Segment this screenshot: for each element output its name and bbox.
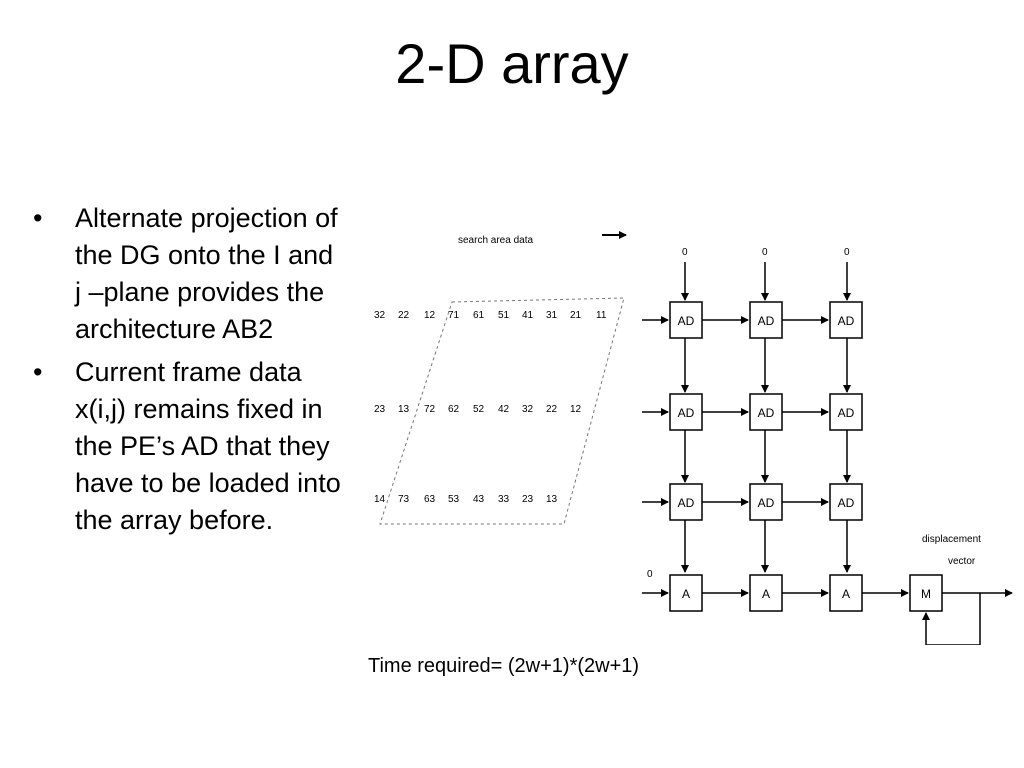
data-value: 14 [374,494,386,505]
bullet-item: • Alternate projection of the DG onto th… [28,200,346,348]
pe-ad [669,301,703,339]
bullet-dot-icon: • [33,357,43,387]
slide-title: 2-D array [395,32,629,95]
displacement-label: vector [948,556,976,567]
pe-ad [669,483,703,521]
data-value: 13 [546,494,558,505]
data-value: 22 [546,404,558,415]
data-value: 23 [374,404,386,415]
search-area-outline [379,297,625,525]
bullet-dot-icon: • [33,203,43,233]
pe-label: AD [678,406,695,420]
data-value: 12 [424,310,436,321]
pe-ad [669,393,703,431]
data-value: 21 [570,310,582,321]
pe-label: A [842,587,850,601]
pe-ad [829,301,863,339]
displacement-label: displacement [922,534,981,545]
pe-a [749,574,783,612]
bullet-text: Alternate projection of the DG onto the … [75,203,338,344]
zero-input: 0 [647,569,653,580]
data-value: 33 [498,494,510,505]
pe-label: AD [678,496,695,510]
pe-ad [829,483,863,521]
data-value: 63 [424,494,436,505]
data-value: 32 [374,310,386,321]
data-value: 31 [546,310,558,321]
pe-label: AD [678,314,695,328]
systolic-array-diagram: search area data 32 22 12 71 61 51 41 31… [374,231,1013,645]
bullet-item: • Current frame data x(i,j) remains fixe… [28,354,346,539]
zero-input: 0 [682,247,688,258]
time-caption: Time required= (2w+1)*(2w+1) [368,655,640,677]
search-area-label: search area data [458,235,533,246]
pe-label: AD [838,496,855,510]
pe-ad [749,483,783,521]
data-value: 42 [498,404,510,415]
data-value: 32 [522,404,534,415]
data-value: 53 [448,494,460,505]
data-value: 51 [498,310,510,321]
bullet-list: • Alternate projection of the DG onto th… [28,200,346,545]
pe-label: A [682,587,690,601]
pe-label: AD [758,314,775,328]
data-row: 14 73 63 53 43 33 23 13 [374,494,558,505]
pe-ad [749,301,783,339]
pe-label: AD [838,314,855,328]
pe-m [909,574,943,612]
data-value: 43 [473,494,485,505]
data-value: 52 [473,404,485,415]
data-value: 72 [424,404,436,415]
data-value: 71 [448,310,460,321]
zero-input: 0 [844,247,850,258]
data-row: 32 22 12 71 61 51 41 31 21 11 [374,310,607,321]
data-value: 41 [522,310,534,321]
data-value: 22 [398,310,410,321]
pe-label: AD [758,406,775,420]
data-value: 73 [398,494,410,505]
pe-label: M [921,587,931,601]
data-value: 62 [448,404,460,415]
pe-label: AD [838,406,855,420]
data-value: 11 [596,310,607,321]
pe-a [669,574,703,612]
data-value: 12 [570,404,582,415]
pe-label: AD [758,496,775,510]
data-value: 23 [522,494,534,505]
data-row: 23 13 72 62 52 42 32 22 12 [374,404,582,415]
zero-input: 0 [762,247,768,258]
data-value: 61 [473,310,485,321]
pe-label: A [762,587,770,601]
data-value: 13 [398,404,410,415]
pe-ad [829,393,863,431]
feedback-arrow [922,593,981,645]
bullet-text: Current frame data x(i,j) remains fixed … [75,357,341,535]
